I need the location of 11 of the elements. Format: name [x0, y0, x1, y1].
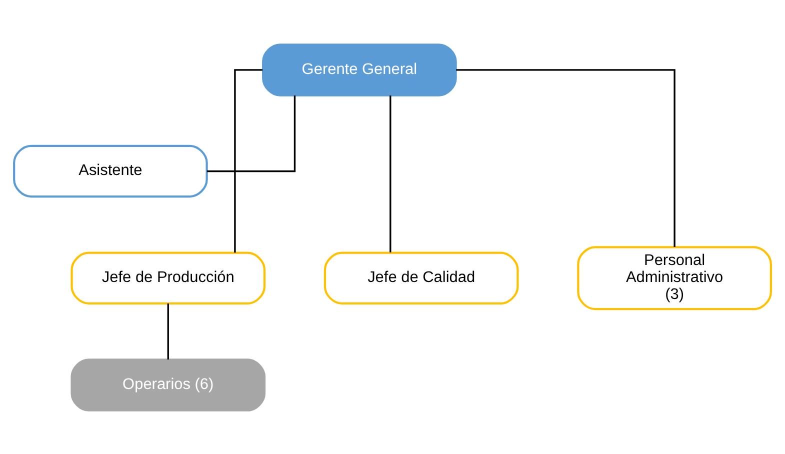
- connector: [206, 95, 296, 172]
- node-box: Gerente General: [262, 43, 457, 96]
- connector: [456, 68, 676, 246]
- node-box: Operarios (6): [70, 358, 266, 411]
- node-box: Asistente: [13, 144, 208, 198]
- node-box: Jefe de Producción: [70, 251, 266, 304]
- connector: [390, 94, 392, 252]
- connector: [234, 68, 263, 252]
- connector: [167, 302, 169, 360]
- node-box: Jefe de Calidad: [324, 251, 519, 304]
- node-box: Personal Administrativo (3): [577, 246, 772, 310]
